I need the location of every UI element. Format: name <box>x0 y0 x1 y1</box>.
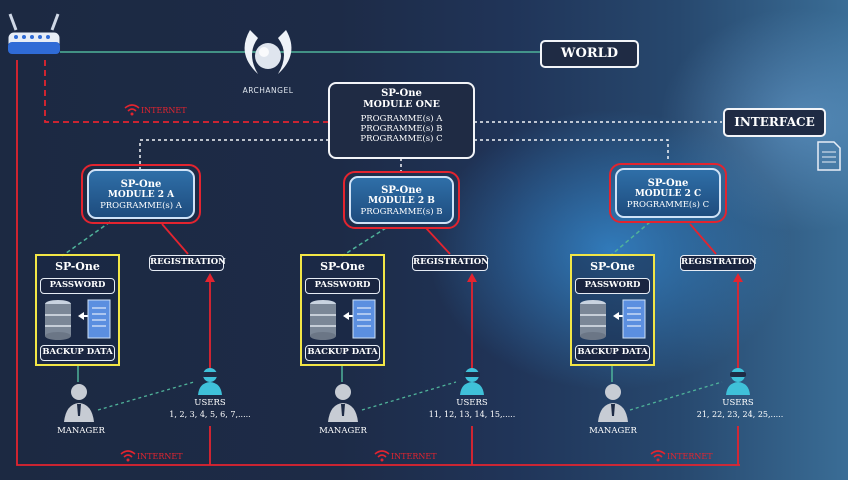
module-2c-ring <box>609 163 727 223</box>
wifi-icon <box>124 104 140 116</box>
user-icon <box>726 368 750 395</box>
module-one-programme-c: PROGRAMME(s) C <box>360 134 443 144</box>
backup-label-2: BACKUP DATA <box>305 345 380 361</box>
internet-label-bottom-3: INTERNET <box>667 452 713 461</box>
station-3-brand: SP-One <box>590 260 635 273</box>
router-icon <box>7 13 61 55</box>
module-2c-box: SP-One MODULE 2 C PROGRAMME(s) C <box>615 168 721 218</box>
manager-icon <box>598 384 628 422</box>
module-one-programme-b: PROGRAMME(s) B <box>360 124 443 134</box>
interface-box: INTERFACE <box>723 108 826 137</box>
users-label-3: USERS <box>722 398 754 408</box>
station-2-brand: SP-One <box>320 260 365 273</box>
users-label-2: USERS <box>456 398 488 408</box>
world-box: WORLD <box>540 40 639 68</box>
backup-label-1: BACKUP DATA <box>40 345 115 361</box>
internet-loop <box>16 60 740 466</box>
manager-label-2: MANAGER <box>319 426 367 436</box>
manager-icon <box>328 384 358 422</box>
world-label: WORLD <box>560 46 619 61</box>
internet-label-top: INTERNET <box>141 106 187 115</box>
database-icon <box>580 299 646 340</box>
module-2b-subtitle: MODULE 2 B <box>368 196 435 206</box>
module-one-subtitle: MODULE ONE <box>363 99 440 110</box>
manager-label-1: MANAGER <box>57 426 105 436</box>
interface-label: INTERFACE <box>734 115 815 129</box>
module-2b-box: SP-One MODULE 2 B PROGRAMME(s) B <box>349 176 454 224</box>
manager-label-3: MANAGER <box>589 426 637 436</box>
user-icon <box>460 368 484 395</box>
database-icon <box>45 299 111 340</box>
registration-label-1: REGISTRATION <box>149 255 226 271</box>
wifi-icon <box>120 450 136 462</box>
module-one-box: SP-One MODULE ONE PROGRAMME(s) A PROGRAM… <box>328 82 475 159</box>
user-ids-2: 11, 12, 13, 14, 15,..... <box>428 410 516 419</box>
module-2a-box: SP-One MODULE 2 A PROGRAMME(s) A <box>87 169 195 219</box>
module-one-title: SP-One <box>381 88 422 99</box>
internet-label-bottom-2: INTERNET <box>391 452 437 461</box>
module-2c-programme: PROGRAMME(s) C <box>626 200 710 210</box>
registration-label-3: REGISTRATION <box>680 255 757 271</box>
module-2a-title: SP-One <box>120 179 162 190</box>
station-1-brand: SP-One <box>55 260 100 273</box>
module-one-programme-a: PROGRAMME(s) A <box>360 114 443 124</box>
module-2c-title: SP-One <box>647 178 689 189</box>
document-icon <box>817 141 841 171</box>
password-label-2: PASSWORD <box>305 278 380 294</box>
user-ids-3: 21, 22, 23, 24, 25,..... <box>696 410 784 419</box>
manager-icon <box>64 384 94 422</box>
backup-label-3: BACKUP DATA <box>575 345 650 361</box>
password-label-3: PASSWORD <box>575 278 650 294</box>
module-2a-programme: PROGRAMME(s) A <box>100 201 182 211</box>
user-ids-1: 1, 2, 3, 4, 5, 6, 7,..... <box>169 410 251 419</box>
archangel-label: ARCHANGEL <box>242 86 294 95</box>
module-2c-subtitle: MODULE 2 C <box>634 189 702 199</box>
module-2a-subtitle: MODULE 2 A <box>107 190 175 200</box>
user-icon <box>198 368 222 395</box>
archangel-logo <box>244 30 292 74</box>
wifi-icon <box>374 450 390 462</box>
internet-label-bottom-1: INTERNET <box>137 452 183 461</box>
internet-link-top <box>44 60 330 123</box>
wifi-icon <box>650 450 666 462</box>
database-icon <box>310 299 376 340</box>
module-2b-ring <box>343 171 460 229</box>
password-label-1: PASSWORD <box>40 278 115 294</box>
module-2a-ring <box>81 164 201 224</box>
module-2b-programme: PROGRAMME(s) B <box>360 207 443 217</box>
users-label-1: USERS <box>194 398 226 408</box>
registration-label-2: REGISTRATION <box>412 255 489 271</box>
module-2b-title: SP-One <box>381 185 422 196</box>
